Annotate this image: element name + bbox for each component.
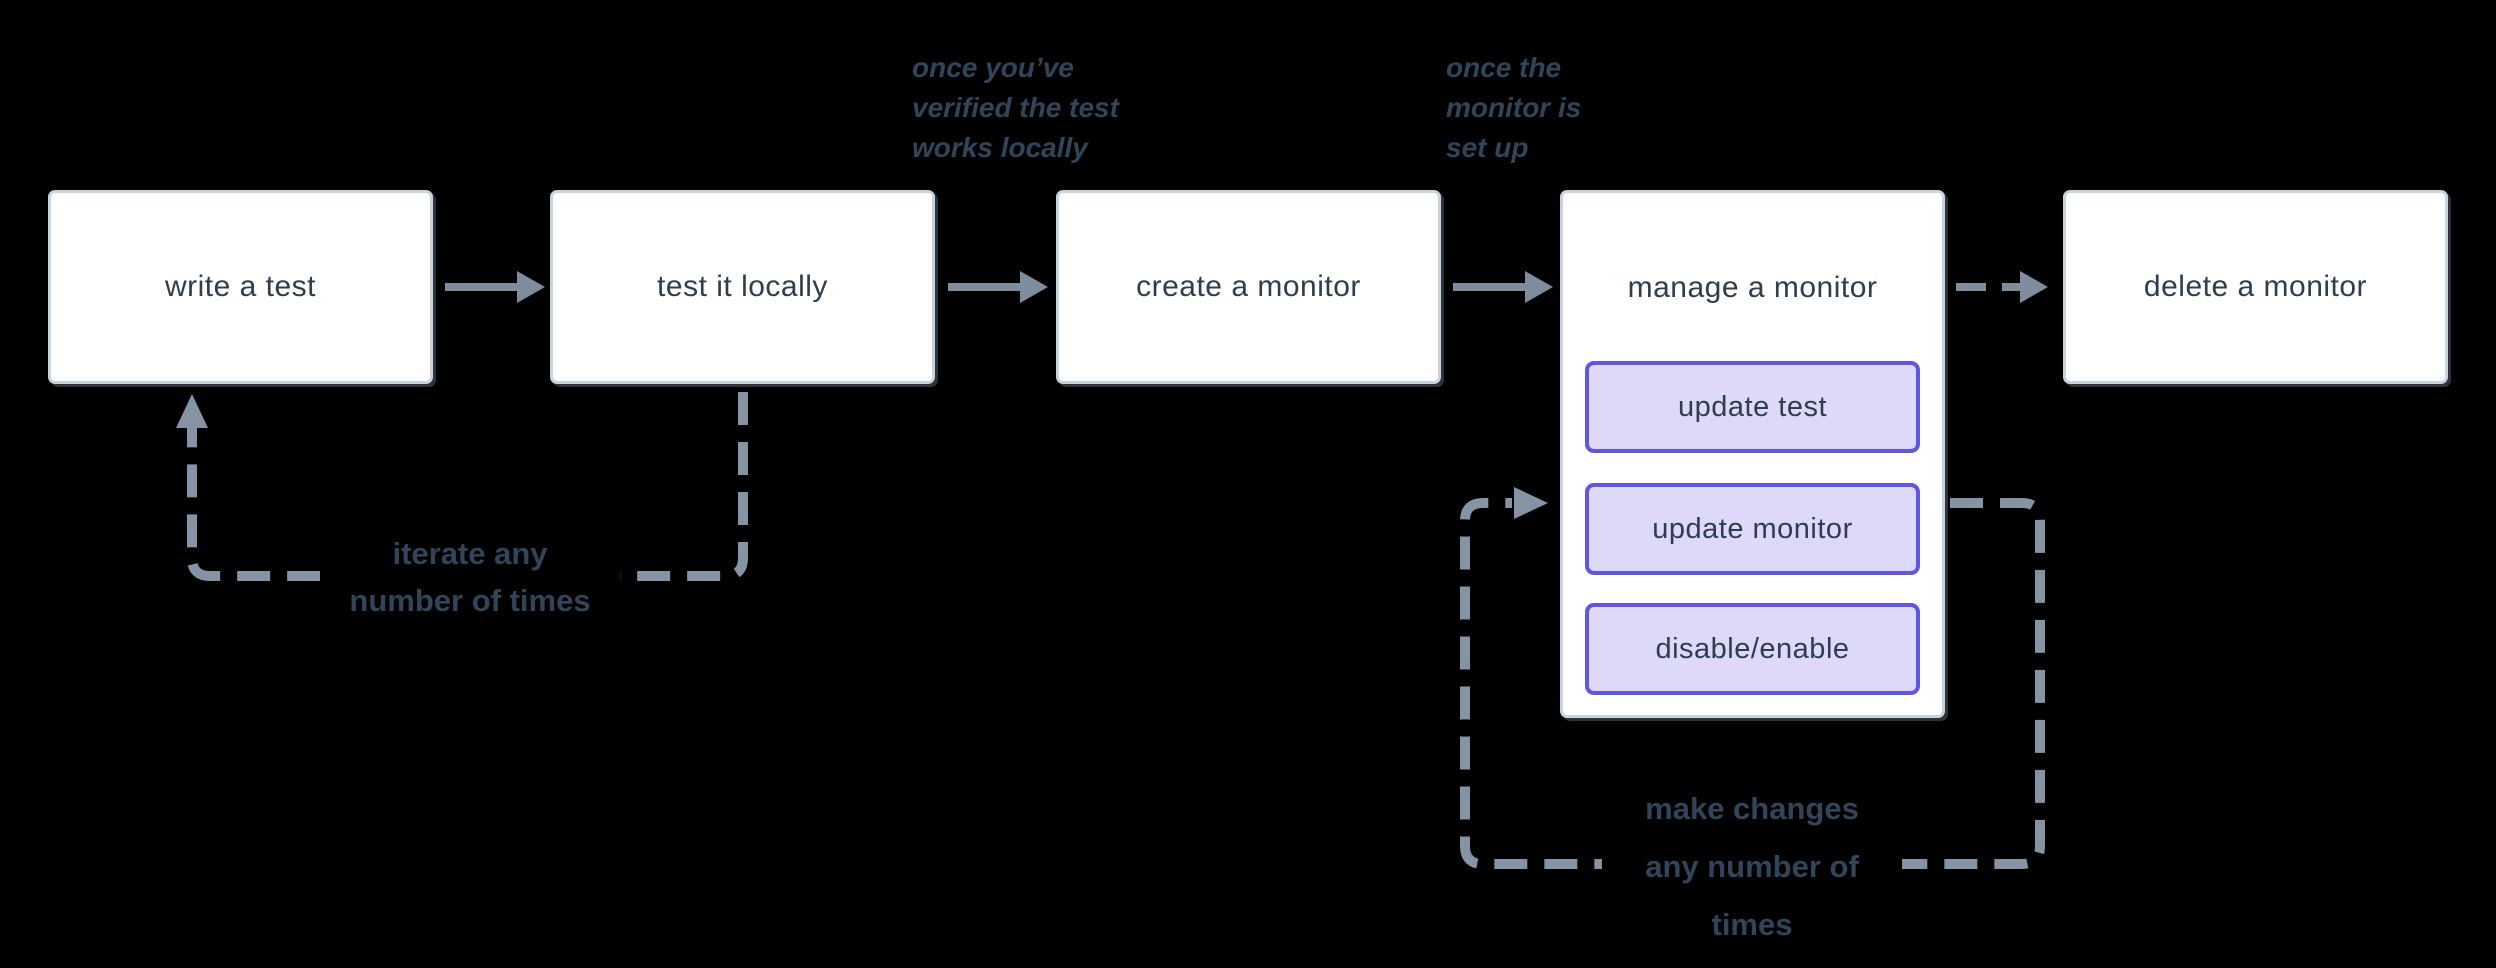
node-create-a-monitor-label: create a monitor xyxy=(1136,270,1361,303)
subnode-update-test: update test xyxy=(1585,361,1920,453)
arrowhead-manage-to-delete xyxy=(2020,271,2048,303)
arrowhead-make-changes-loop xyxy=(1514,487,1548,519)
loop-label-make-changes: make changes any number of times xyxy=(1602,780,1902,954)
arrowhead-iterate-loop xyxy=(176,394,208,428)
arrowhead-test-to-create xyxy=(1020,271,1048,303)
node-delete-a-monitor-label: delete a monitor xyxy=(2143,270,2368,303)
subnode-update-monitor: update monitor xyxy=(1585,483,1920,575)
node-write-a-test-label: write a test xyxy=(164,270,317,303)
node-manage-a-monitor: manage a monitor update test update moni… xyxy=(1560,190,1945,718)
node-create-a-monitor: create a monitor xyxy=(1056,190,1441,384)
node-write-a-test: write a test xyxy=(48,190,433,384)
annotation-verified-locally: once you’ve verified the test works loca… xyxy=(912,52,1119,163)
arrowhead-create-to-manage xyxy=(1525,271,1553,303)
node-test-it-locally: test it locally xyxy=(550,190,935,384)
node-manage-a-monitor-label: manage a monitor xyxy=(1627,271,1878,304)
loop-label-iterate: iterate any number of times xyxy=(320,530,620,624)
arrowhead-write-to-test xyxy=(517,271,545,303)
annotation-monitor-set-up: once the monitor is set up xyxy=(1446,52,1582,163)
node-delete-a-monitor: delete a monitor xyxy=(2063,190,2448,384)
node-test-it-locally-label: test it locally xyxy=(657,270,828,303)
subnode-disable-enable: disable/enable xyxy=(1585,603,1920,695)
